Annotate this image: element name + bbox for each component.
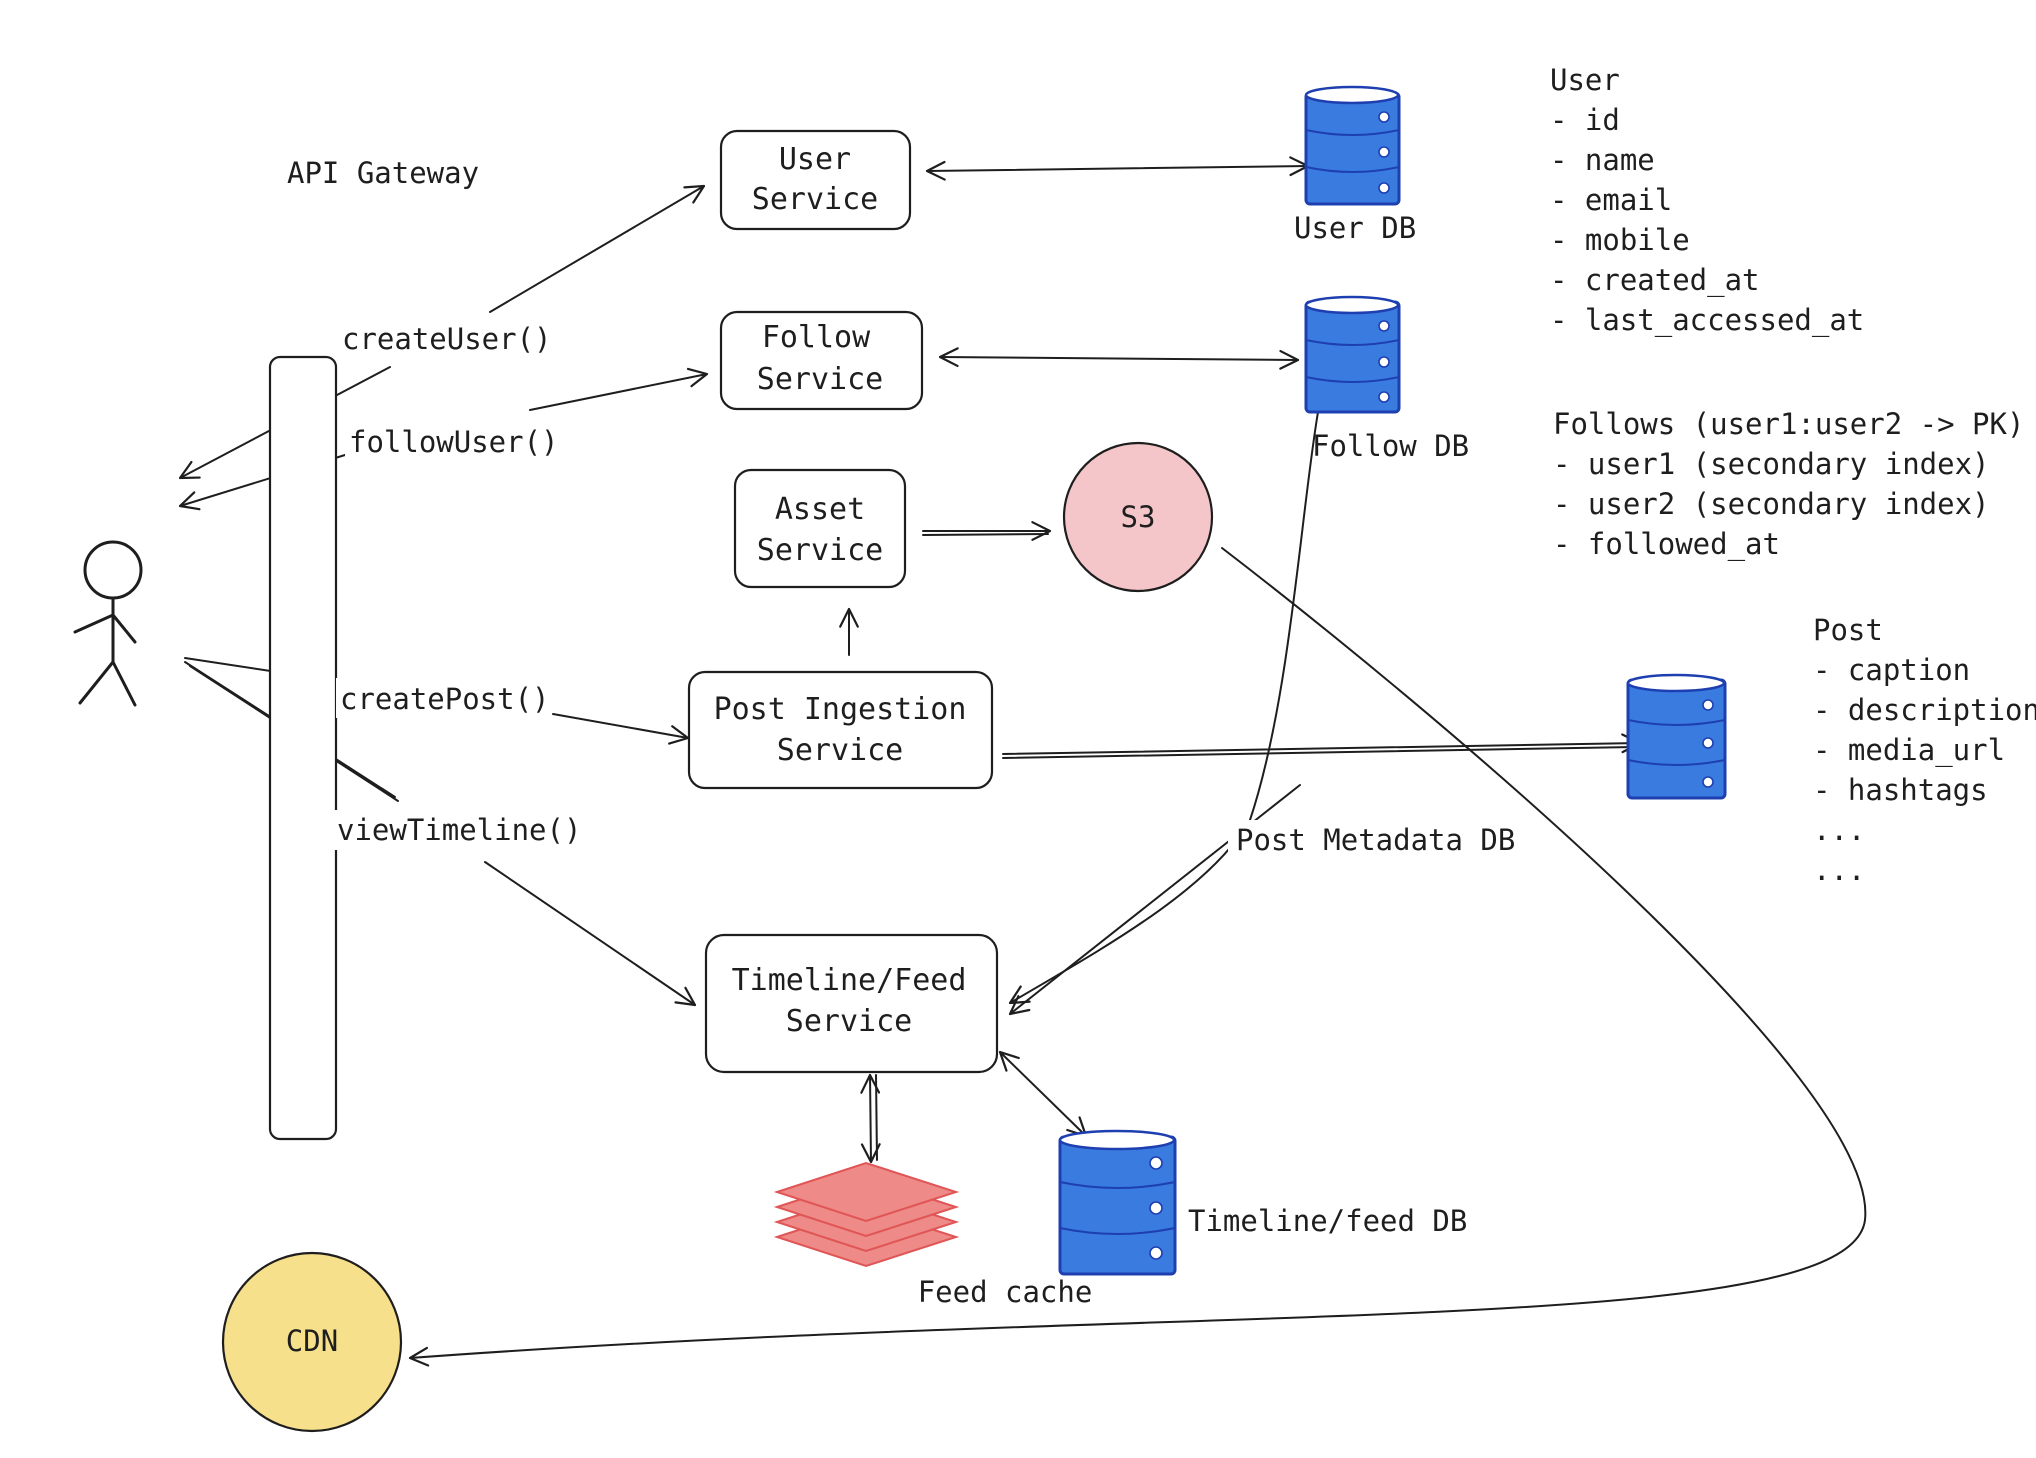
asset-service-label-1: Asset: [775, 492, 865, 527]
cdn-label: CDN: [286, 1324, 338, 1358]
timeline-service-label-1: Timeline/Feed: [732, 963, 967, 998]
user-schema-line: User: [1550, 63, 1620, 97]
user-schema-line: - last_accessed_at: [1550, 303, 1864, 338]
post-ingestion-label-2: Service: [777, 733, 903, 768]
timeline-service-label-2: Service: [786, 1004, 912, 1039]
user-db-label: User DB: [1294, 211, 1416, 245]
feed-cache-label: Feed cache: [918, 1275, 1093, 1309]
user-actor-icon: [73, 540, 143, 707]
follow-db-label: Follow DB: [1312, 429, 1469, 463]
cdn-node: CDN: [221, 1251, 403, 1433]
timeline-feed-service: Timeline/Feed Service: [704, 933, 999, 1074]
api-gateway-label: API Gateway: [287, 156, 479, 190]
follows-schema-line: - followed_at: [1553, 527, 1780, 562]
arrow-follow-user: [529, 367, 709, 411]
user-service-label-1: User: [779, 142, 851, 177]
user-db-icon: [1304, 85, 1401, 206]
user-schema-line: - mobile: [1550, 223, 1690, 257]
api-gateway-bar: [268, 355, 338, 1141]
s3-bucket: S3: [1062, 441, 1214, 593]
post-schema: Post - caption - description - media_url…: [1813, 613, 2036, 887]
arrow-timeline-feed-cache-b: [875, 1074, 878, 1161]
post-schema-line: - caption: [1813, 653, 1970, 687]
arrow-follow-db-timeline: [1008, 411, 1319, 1005]
post-schema-line: ...: [1813, 853, 1865, 887]
post-schema-line: ...: [1813, 813, 1865, 847]
user-schema-line: - id: [1550, 103, 1620, 137]
follows-schema-line: - user1 (secondary index): [1553, 447, 1990, 481]
post-schema-line: Post: [1813, 613, 1883, 647]
arrow-s3-cdn: [408, 547, 1867, 1367]
view-timeline-label: viewTimeline(): [337, 813, 581, 847]
post-schema-line: - hashtags: [1813, 773, 1988, 807]
user-schema-line: - created_at: [1550, 263, 1760, 298]
user-schema-line: - email: [1550, 183, 1672, 217]
follow-service-label-2: Service: [757, 362, 883, 397]
follows-schema-line: - user2 (secondary index): [1553, 487, 1990, 521]
create-user-label: createUser(): [342, 322, 552, 356]
follows-schema-line: Follows (user1:user2 -> PK): [1553, 407, 2024, 441]
follow-service: Follow Service: [719, 310, 924, 411]
follow-db-icon: [1304, 295, 1401, 414]
create-post-label: createPost(): [340, 682, 550, 716]
user-service: User Service: [719, 129, 912, 231]
asset-service-label-2: Service: [757, 533, 883, 568]
arrow-post-metadata-db: [1002, 733, 1642, 755]
follows-schema: Follows (user1:user2 -> PK) - user1 (sec…: [1553, 407, 2024, 562]
arrow-post-metadata-db-b: [1002, 746, 1636, 759]
follow-service-label-1: Follow: [762, 320, 871, 355]
follow-user-label: followUser(): [349, 425, 559, 459]
arrow-create-user: [489, 184, 706, 313]
arrow-timeline-feed-cache: [860, 1073, 881, 1164]
arrow-create-post: [552, 713, 690, 745]
post-metadata-db-icon: [1626, 673, 1727, 800]
post-schema-line: - description: [1813, 693, 2036, 727]
s3-label: S3: [1121, 500, 1156, 534]
arrow-user-service-user-db: [925, 156, 1310, 181]
feed-cache-icon: [773, 1161, 960, 1268]
arrow-follow-service-follow-db: [938, 347, 1300, 370]
arrow-view-timeline: [484, 861, 697, 1007]
post-schema-line: - media_url: [1813, 733, 2005, 768]
user-service-label-2: Service: [752, 182, 878, 217]
arrow-post-meta-timeline: [1008, 784, 1301, 1016]
connectors: [178, 156, 1867, 1367]
call-labels: createUser() followUser() createPost() v…: [333, 318, 581, 850]
post-metadata-db-label: Post Metadata DB: [1236, 823, 1515, 857]
post-ingestion-service: Post Ingestion Service: [687, 670, 994, 790]
timeline-feed-db-icon: [1058, 1129, 1177, 1276]
timeline-feed-db-label: Timeline/feed DB: [1188, 1204, 1467, 1238]
post-ingestion-label-1: Post Ingestion: [714, 692, 967, 727]
user-schema: User - id - name - email - mobile - crea…: [1550, 63, 1864, 338]
user-schema-line: - name: [1550, 143, 1655, 177]
asset-service: Asset Service: [733, 468, 907, 589]
arrow-asset-s3-b: [922, 533, 1049, 536]
arrow-timeline-feed-db: [998, 1050, 1088, 1138]
